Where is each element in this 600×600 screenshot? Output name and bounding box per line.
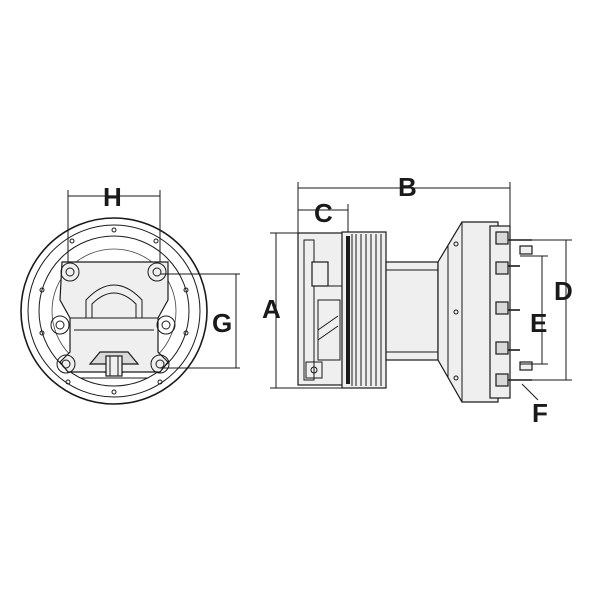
rim-inner-ring <box>27 224 201 398</box>
label-b: B <box>398 172 417 202</box>
outer-rim <box>20 217 208 405</box>
side-view <box>297 221 533 403</box>
bracket-arch <box>85 284 143 318</box>
hub-shaft <box>385 261 439 361</box>
bracket-bosses <box>50 262 176 374</box>
leader-f: F <box>521 383 548 428</box>
label-d: D <box>554 276 573 306</box>
mount-studs <box>495 231 533 387</box>
dim-d: D <box>532 239 573 381</box>
bolt-circle-ring <box>38 235 190 387</box>
label-a: A <box>262 294 281 324</box>
label-e: E <box>530 308 547 338</box>
dim-e: E <box>520 255 548 365</box>
dim-a: A <box>262 232 342 389</box>
dim-c: C <box>298 198 349 232</box>
label-g: G <box>212 308 232 338</box>
front-view <box>20 217 208 405</box>
dim-h: H <box>67 182 161 262</box>
rim-bolt-holes <box>39 227 189 395</box>
clutch-body <box>437 221 499 403</box>
sensor-connector <box>105 355 123 377</box>
dim-b: B <box>297 172 511 233</box>
dim-g: G <box>160 273 240 369</box>
label-f: F <box>532 398 548 428</box>
side-sensor <box>311 261 329 287</box>
label-c: C <box>314 198 333 228</box>
pulley-grooves <box>346 234 382 386</box>
label-h: H <box>103 182 122 212</box>
